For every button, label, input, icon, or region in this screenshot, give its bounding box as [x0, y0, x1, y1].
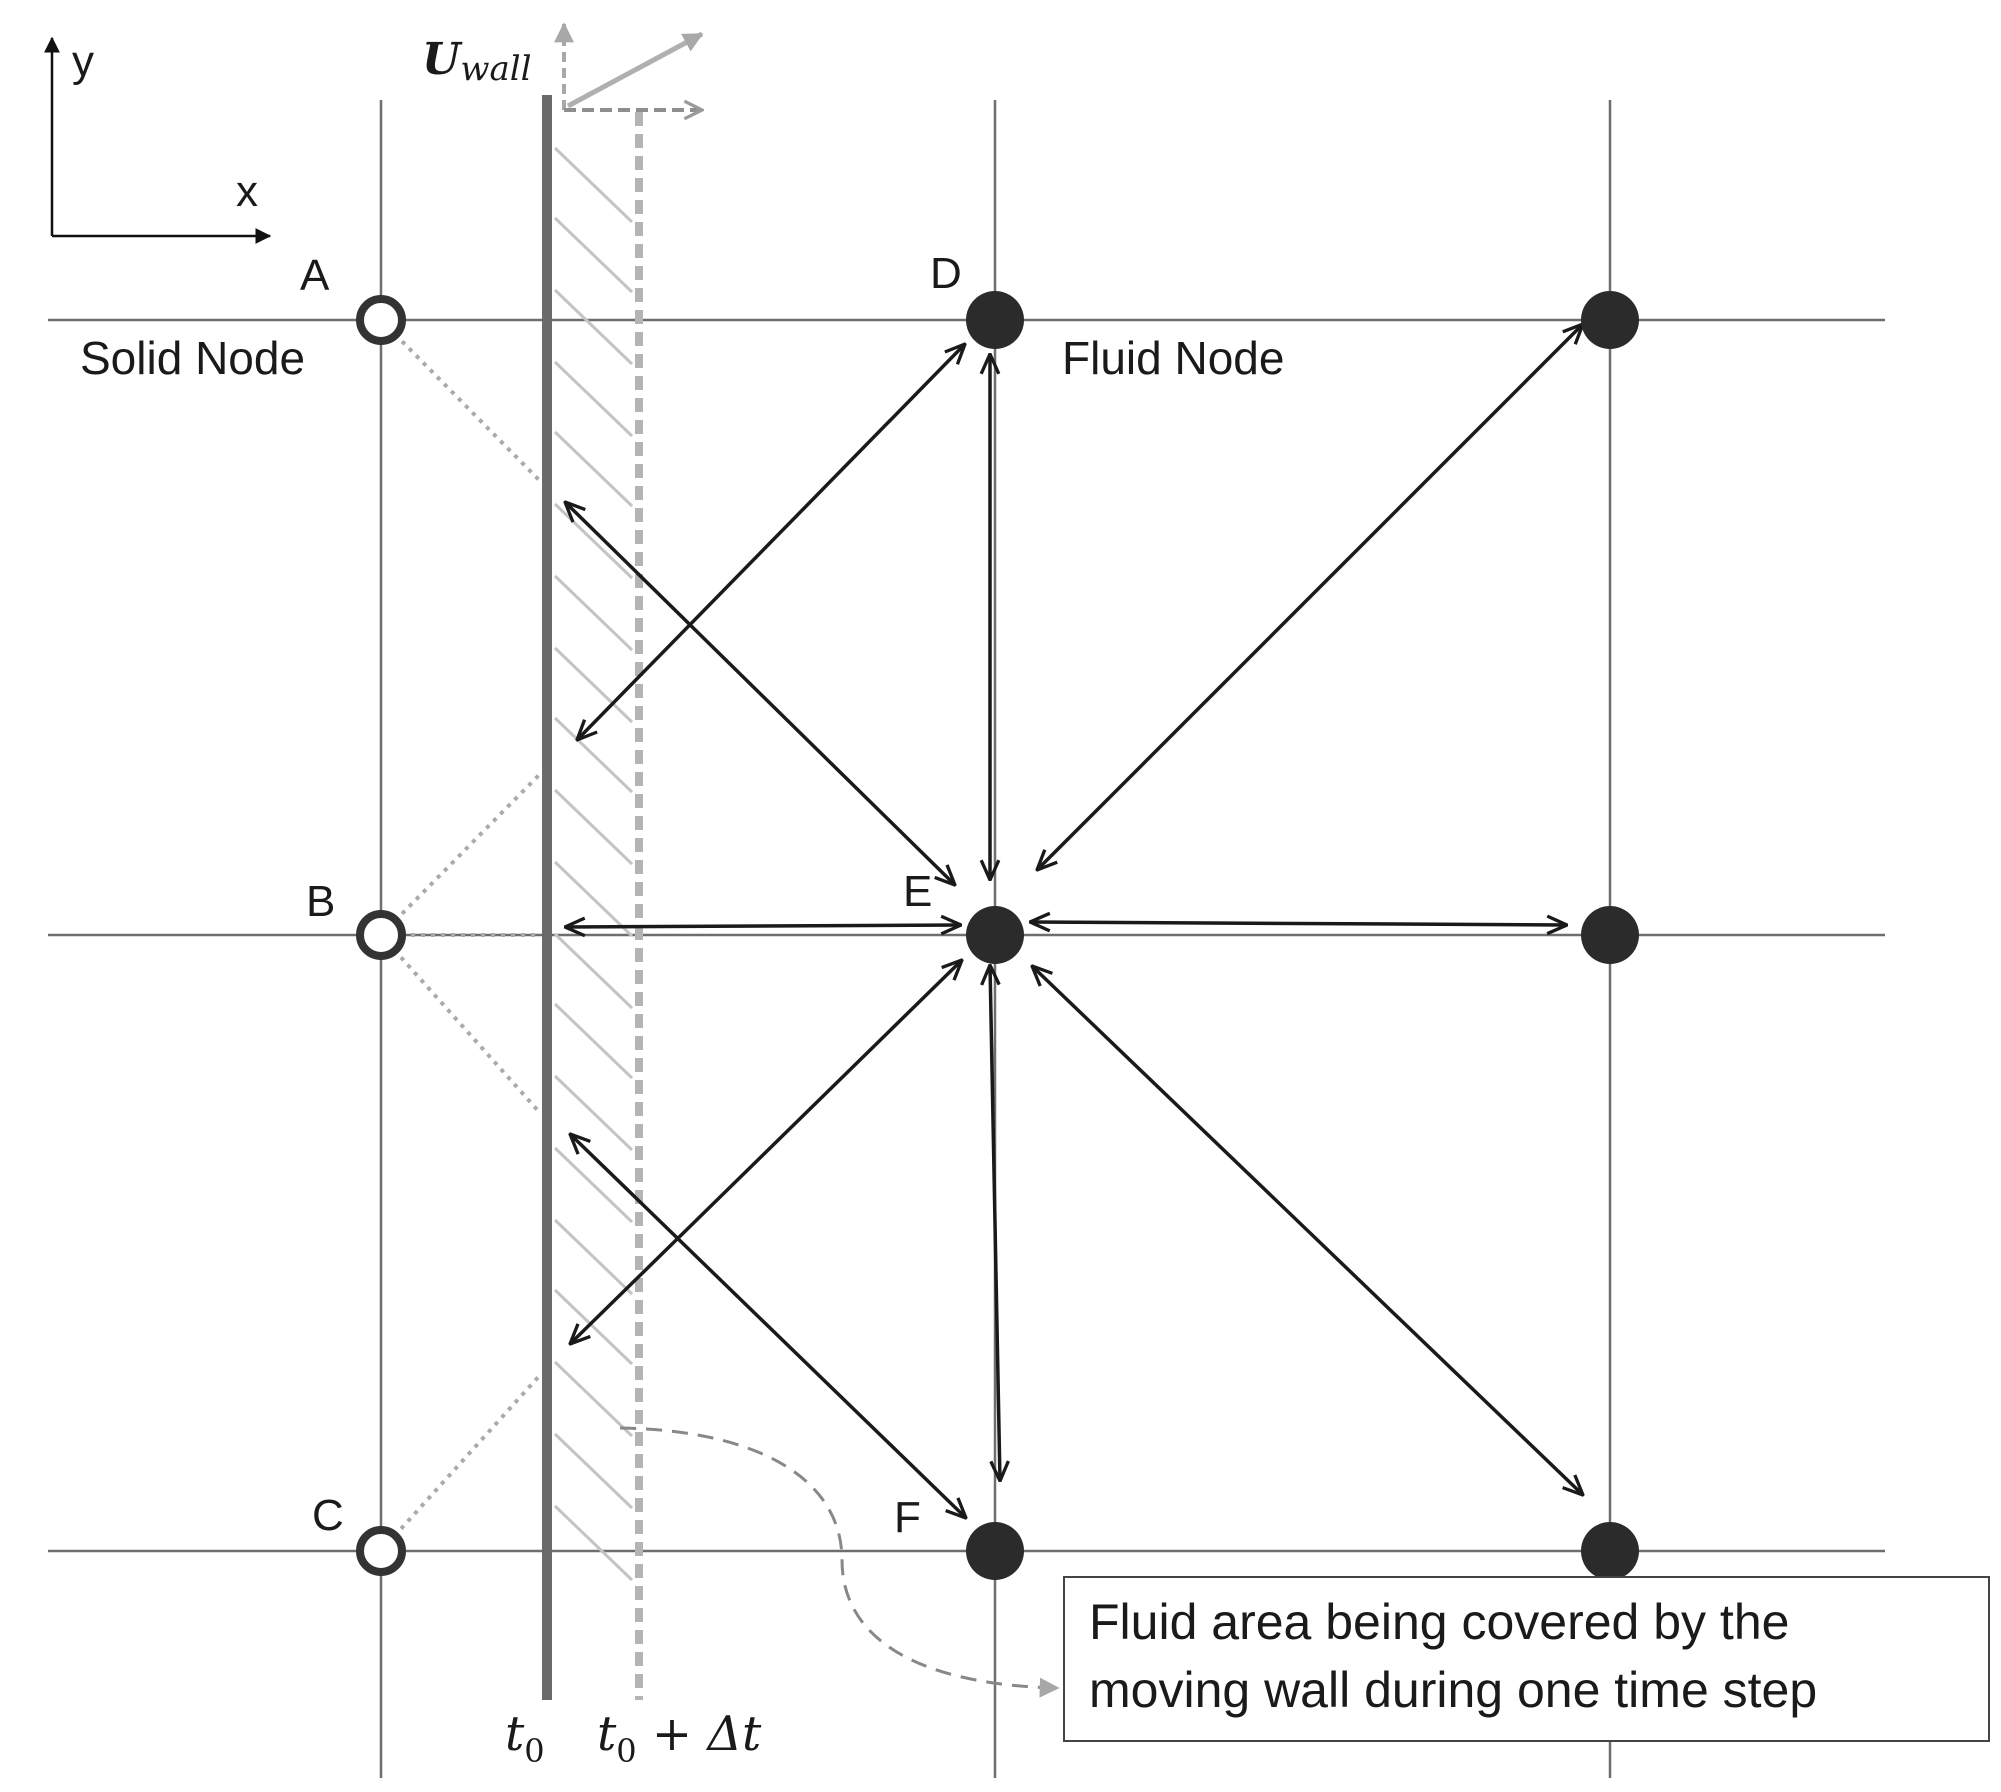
coordinate-axes: y x [44, 36, 272, 244]
solid-node-C [356, 1526, 406, 1576]
node-label-D: D [930, 249, 962, 298]
wall-velocity-subscript: wall [460, 49, 531, 89]
t0-label: t0 [505, 1706, 545, 1770]
arrow-E-top-right [1037, 324, 1583, 870]
node-label-E: E [903, 867, 932, 916]
arrow-E-right [1030, 922, 1567, 925]
y-axis-label: y [72, 37, 94, 86]
wall-velocity-resultant-arrow [566, 31, 704, 109]
solid-nodes [356, 295, 406, 1576]
note-line-2: moving wall during one time step [1089, 1662, 1818, 1718]
solid-node-B [356, 910, 406, 960]
fluid-node-D [966, 291, 1024, 349]
arrow-wall-E [565, 502, 955, 885]
t0-plus-dt-label: t0 + Δt [597, 1706, 762, 1770]
x-axis-label: x [236, 167, 258, 216]
fluid-node-F [966, 1522, 1024, 1580]
fluid-node-E [966, 906, 1024, 964]
fluid-node-label: Fluid Node [1062, 332, 1284, 384]
arrow-E-wall-lower [570, 960, 962, 1344]
streaming-arrows [565, 324, 1583, 1518]
wall-velocity-label: Uwall [422, 34, 532, 89]
solid-node-A [356, 295, 406, 345]
note-line-1: Fluid area being covered by the [1089, 1594, 1790, 1650]
fluid-node-middle-right [1581, 906, 1639, 964]
wall-velocity-symbol: U [422, 34, 463, 85]
arrow-wall-B-E [565, 925, 961, 927]
wall-velocity-vectors [554, 22, 704, 110]
node-label-F: F [894, 1493, 921, 1542]
arrow-wall-F [570, 1134, 966, 1518]
solid-node-label: Solid Node [80, 332, 305, 384]
node-label-C: C [312, 1491, 344, 1540]
node-label-B: B [306, 877, 335, 926]
node-labels: A B C D E F [300, 249, 962, 1542]
arrow-E-bottom-right [1032, 966, 1583, 1495]
fluid-node-bottom-right [1581, 1522, 1639, 1580]
covered-area-hatching [553, 146, 634, 1582]
solid-node-links [379, 318, 543, 1553]
fluid-nodes [966, 291, 1639, 1580]
fluid-node-top-right [1581, 291, 1639, 349]
node-label-A: A [300, 251, 330, 300]
covered-area-note: Fluid area being covered by the moving w… [1063, 1576, 1990, 1742]
arrow-E-F [990, 965, 1000, 1481]
note-pointer [619, 1426, 1060, 1698]
